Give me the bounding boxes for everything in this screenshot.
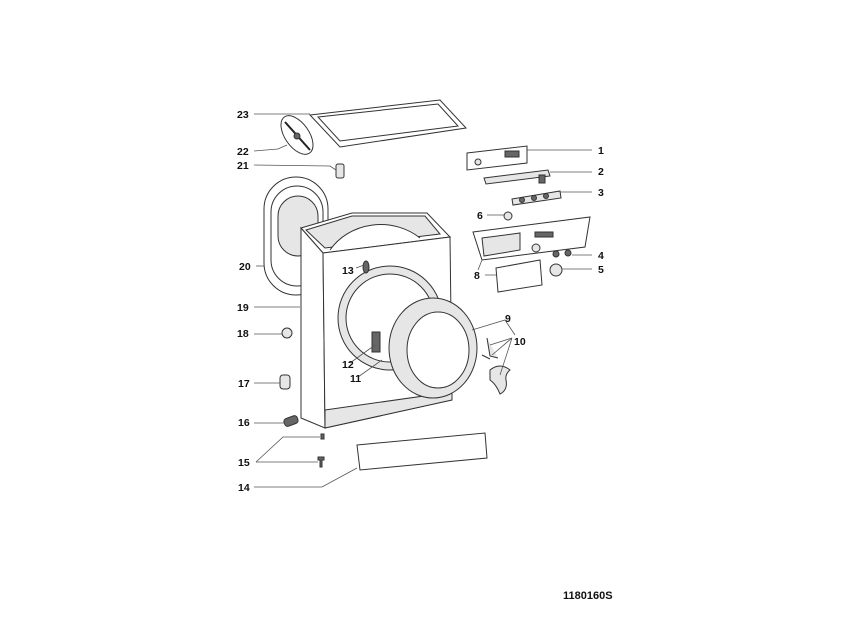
callout-10: 10 (514, 336, 526, 348)
callout-16: 16 (238, 417, 250, 429)
control-fascia (472, 216, 591, 261)
callout-1: 1 (598, 145, 604, 157)
part-8-drawer (495, 259, 543, 293)
callout-21: 21 (237, 160, 249, 172)
callout-12: 12 (342, 359, 354, 371)
callout-5: 5 (598, 264, 604, 276)
callout-22: 22 (237, 146, 249, 158)
callout-9: 9 (505, 313, 511, 325)
part-6-knob (503, 211, 513, 221)
callout-3: 3 (598, 187, 604, 199)
callout-8: 8 (474, 270, 480, 282)
part-15-spacer (320, 433, 325, 440)
part-16 (283, 415, 299, 427)
part-14-plinth (356, 432, 488, 471)
callout-20: 20 (239, 261, 251, 273)
part-9-door (388, 297, 478, 399)
part-10-hinge (481, 337, 511, 395)
callout-11: 11 (350, 373, 361, 385)
callout-4: 4 (598, 250, 604, 262)
part-5-knob (549, 263, 563, 277)
part-3-buttons (511, 190, 562, 206)
diagram-code: 1180160S (563, 590, 613, 602)
callout-2: 2 (598, 166, 604, 178)
callout-23: 23 (237, 109, 249, 121)
callout-6: 6 (477, 210, 483, 222)
part-18-nut (281, 327, 293, 339)
callout-15: 15 (238, 457, 250, 469)
leader-lines (253, 113, 592, 488)
part-22-hose (280, 115, 314, 155)
part-top-lid (308, 99, 468, 148)
part-17 (279, 374, 291, 390)
callout-14: 14 (238, 482, 250, 494)
part-2-board (483, 169, 551, 185)
part-1-panel (466, 145, 528, 171)
part-15-screw (317, 456, 325, 468)
callout-13: 13 (342, 265, 354, 277)
callout-labels: 23 22 21 20 19 18 17 16 15 14 1 2 3 6 4 … (237, 109, 604, 494)
callout-17: 17 (238, 378, 250, 390)
part-21-clip (335, 163, 345, 179)
callout-18: 18 (237, 328, 249, 340)
callout-19: 19 (237, 302, 249, 314)
